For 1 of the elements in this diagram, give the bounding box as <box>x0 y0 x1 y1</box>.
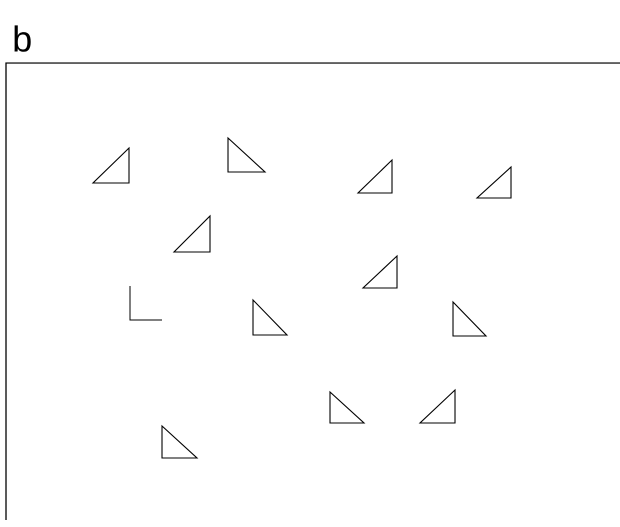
panel-label: b <box>14 25 31 52</box>
